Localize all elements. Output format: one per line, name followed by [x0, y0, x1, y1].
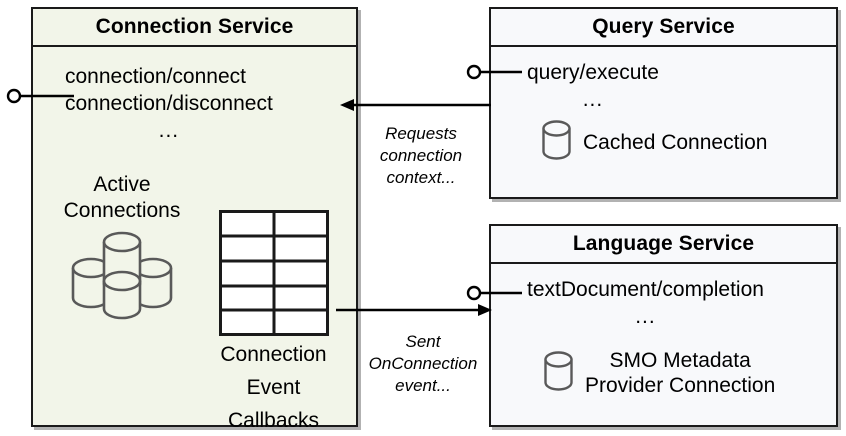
- cached-connection-group: Cached Connection: [541, 119, 767, 166]
- event-callbacks-label-line2: Event: [246, 376, 301, 399]
- api-textdocument-completion: textDocument/completion: [527, 278, 764, 301]
- api-ellipsis: ...: [158, 119, 180, 142]
- sent-label-line2: OnConnection: [368, 354, 478, 373]
- query-service-provided-interface-lollipop[interactable]: [466, 60, 524, 89]
- query-service-api-list: query/execute ...: [527, 59, 659, 113]
- query-service-body: query/execute ... Cached Connection: [491, 47, 836, 197]
- requests-label-line3: context...: [386, 168, 456, 187]
- active-connections-group: Active Connections: [42, 172, 202, 324]
- query-service-component[interactable]: Query Service query/execute ... Cached C…: [489, 7, 838, 199]
- database-cylinder-icon: [543, 350, 574, 397]
- requests-connection-context-arrow[interactable]: [340, 95, 492, 120]
- requests-label-line1: Requests: [385, 124, 457, 143]
- requests-label-line2: connection: [379, 146, 463, 165]
- smo-metadata-label-line2: Provider Connection: [585, 374, 776, 397]
- language-service-body: textDocument/completion ... SMO Metadata…: [491, 264, 836, 425]
- api-query-execute: query/execute: [527, 61, 659, 84]
- event-callbacks-label-line3: Callbacks: [227, 409, 320, 432]
- api-connection-connect: connection/connect: [65, 65, 246, 88]
- connection-service-title: Connection Service: [33, 9, 356, 47]
- database-cylinder-icon: [541, 119, 572, 166]
- sent-label-line1: Sent: [405, 332, 441, 351]
- query-service-title: Query Service: [491, 9, 836, 47]
- smo-metadata-label: SMO Metadata Provider Connection: [585, 348, 775, 398]
- language-service-provided-interface-lollipop[interactable]: [466, 281, 524, 310]
- sent-onconnection-event-label: Sent OnConnection event...: [362, 331, 484, 397]
- active-connections-label-line1: Active: [93, 173, 151, 196]
- api-ellipsis: ...: [582, 88, 604, 111]
- table-grid-icon: [191, 210, 356, 336]
- language-service-title: Language Service: [491, 226, 836, 264]
- connection-event-callbacks-group: Connection Event Callbacks: [191, 210, 356, 435]
- smo-metadata-provider-connection-group: SMO Metadata Provider Connection: [543, 348, 775, 398]
- smo-metadata-label-line1: SMO Metadata: [609, 349, 751, 372]
- event-callbacks-label-line1: Connection: [220, 343, 327, 366]
- sent-onconnection-event-arrow[interactable]: [336, 300, 492, 325]
- connection-service-api-list: connection/connect connection/disconnect…: [65, 63, 273, 144]
- database-cluster-icon: [42, 228, 202, 324]
- language-service-api-list: textDocument/completion ...: [527, 276, 764, 330]
- cached-connection-label: Cached Connection: [583, 131, 768, 154]
- api-connection-disconnect: connection/disconnect: [65, 92, 273, 115]
- api-ellipsis: ...: [635, 305, 656, 328]
- requests-connection-context-label: Requests connection context...: [366, 123, 476, 189]
- connection-service-provided-interface-lollipop[interactable]: [6, 84, 76, 113]
- language-service-component[interactable]: Language Service textDocument/completion…: [489, 224, 838, 427]
- connection-service-body: connection/connect connection/disconnect…: [33, 47, 356, 432]
- connection-service-component[interactable]: Connection Service connection/connect co…: [31, 7, 358, 432]
- active-connections-label-line2: Connections: [63, 199, 181, 222]
- sent-label-line3: event...: [395, 376, 451, 395]
